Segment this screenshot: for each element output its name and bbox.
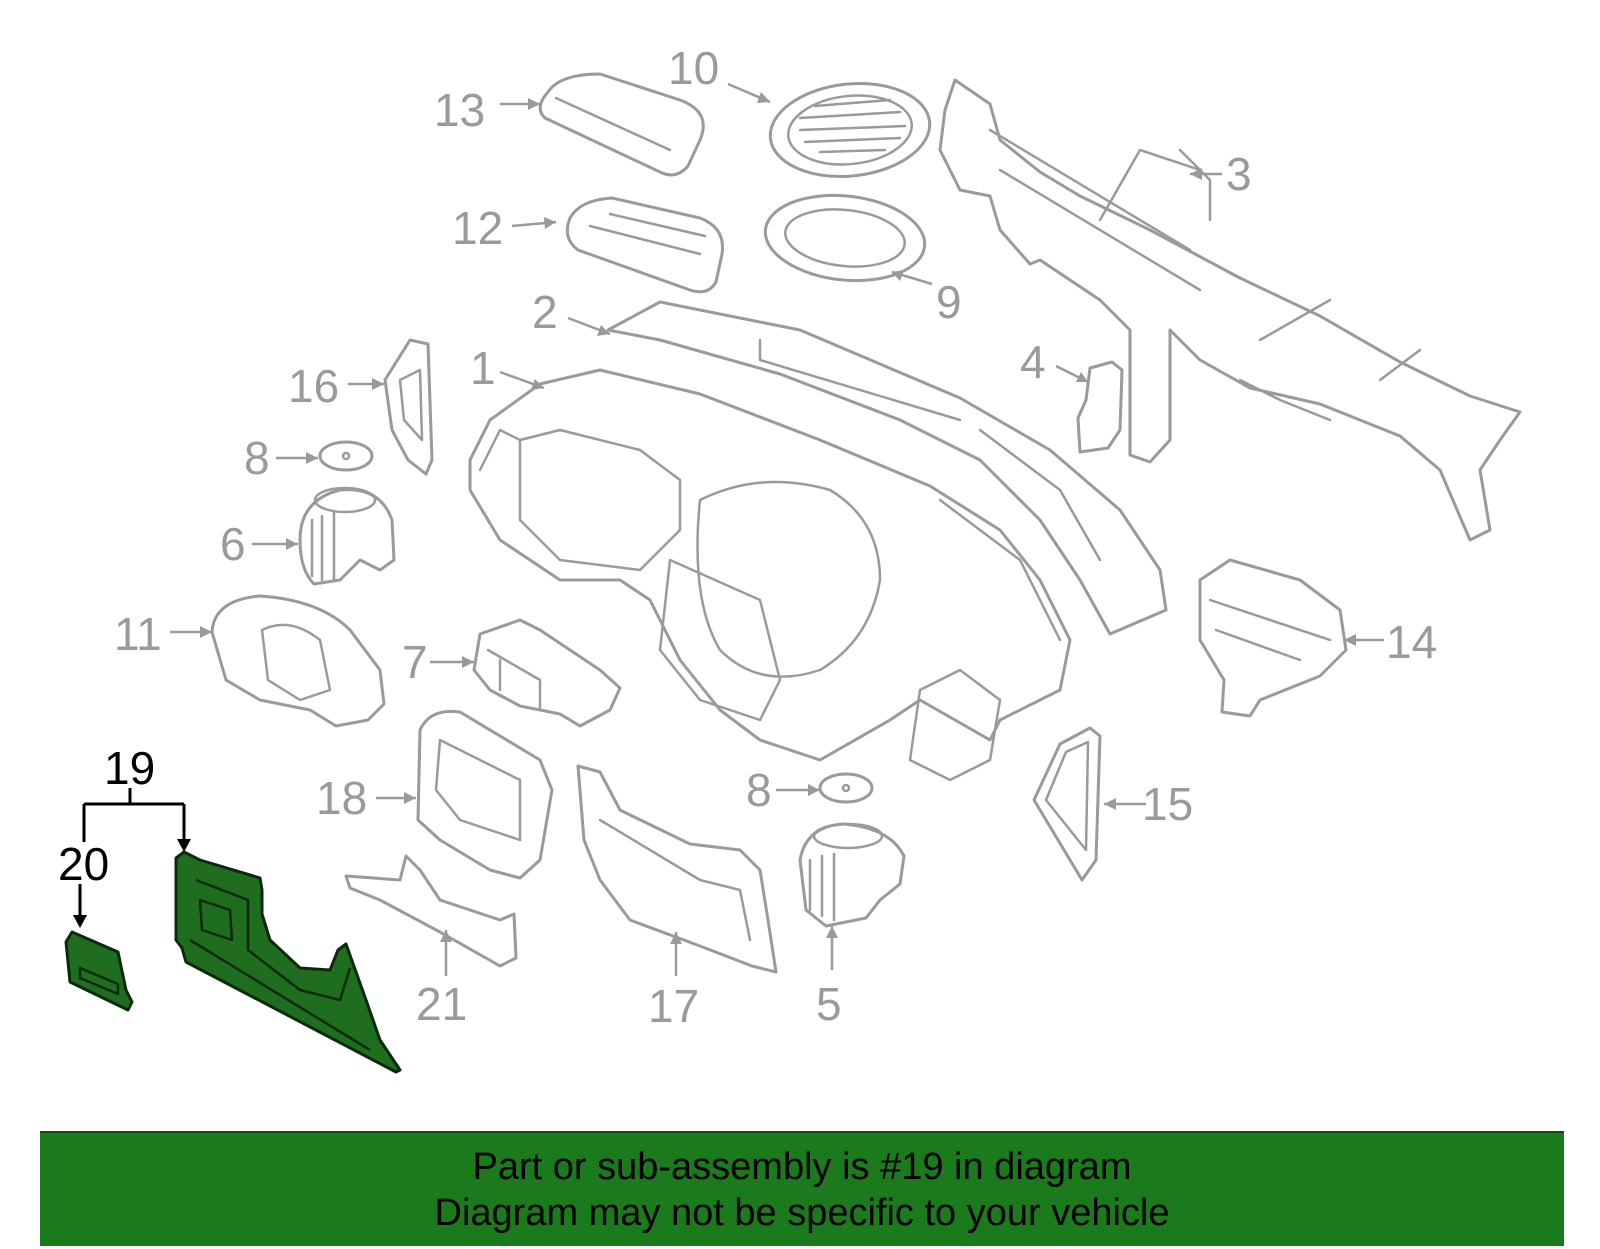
callout-12: 12: [452, 202, 503, 254]
part-14[interactable]: [1198, 558, 1348, 718]
callout-7: 7: [402, 636, 428, 688]
callout-5: 5: [816, 978, 842, 1030]
callout-15: 15: [1142, 778, 1193, 830]
callout-21: 21: [416, 978, 467, 1030]
callout-6: 6: [220, 518, 246, 570]
callout-8b: 8: [746, 764, 772, 816]
callout-arrowheads: [200, 92, 1356, 944]
callout-17: 17: [648, 980, 699, 1032]
callout-arrowheads-highlight: [73, 839, 191, 928]
part-3[interactable]: [938, 78, 1522, 542]
callout-10: 10: [668, 42, 719, 94]
callout-11: 11: [114, 608, 162, 660]
part-21[interactable]: [344, 854, 518, 968]
banner-line-1: Part or sub-assembly is #19 in diagram: [472, 1145, 1132, 1188]
part-17[interactable]: [576, 764, 778, 974]
part-16[interactable]: [383, 338, 434, 476]
part-8b[interactable]: [818, 772, 874, 804]
part-8a[interactable]: [318, 440, 374, 472]
info-banner: Part or sub-assembly is #19 in diagram D…: [40, 1131, 1564, 1246]
callout-16: 16: [288, 360, 339, 412]
part-19[interactable]: [174, 850, 402, 1074]
part-13[interactable]: [538, 72, 705, 177]
callout-20: 20: [58, 838, 109, 890]
callout-14: 14: [1386, 616, 1437, 668]
callout-3: 3: [1226, 148, 1252, 200]
callout-13: 13: [434, 84, 485, 136]
part-2[interactable]: [606, 300, 1168, 636]
part-20[interactable]: [64, 930, 134, 1012]
part-4[interactable]: [1076, 360, 1124, 454]
callout-labels: 1 2 3 4 5 6 7 8 8 9 10 11 12 13 14 15 16…: [58, 42, 1437, 1032]
part-10[interactable]: [766, 76, 935, 184]
callout-2: 2: [532, 286, 558, 338]
banner-line-2: Diagram may not be specific to your vehi…: [434, 1191, 1170, 1234]
callout-lines-highlight: [78, 788, 186, 916]
callout-19: 19: [104, 742, 155, 794]
part-1[interactable]: [468, 368, 1072, 782]
part-5[interactable]: [798, 822, 906, 928]
callout-18: 18: [316, 772, 367, 824]
callout-4: 4: [1020, 336, 1046, 388]
part-6[interactable]: [298, 486, 396, 586]
part-9[interactable]: [761, 188, 929, 288]
callout-8a: 8: [244, 432, 270, 484]
part-18[interactable]: [416, 709, 554, 880]
part-12[interactable]: [565, 196, 725, 294]
callout-1: 1: [470, 342, 496, 394]
part-11[interactable]: [210, 594, 386, 728]
part-15[interactable]: [1032, 726, 1102, 882]
callout-9: 9: [936, 276, 962, 328]
part-7[interactable]: [472, 618, 622, 728]
